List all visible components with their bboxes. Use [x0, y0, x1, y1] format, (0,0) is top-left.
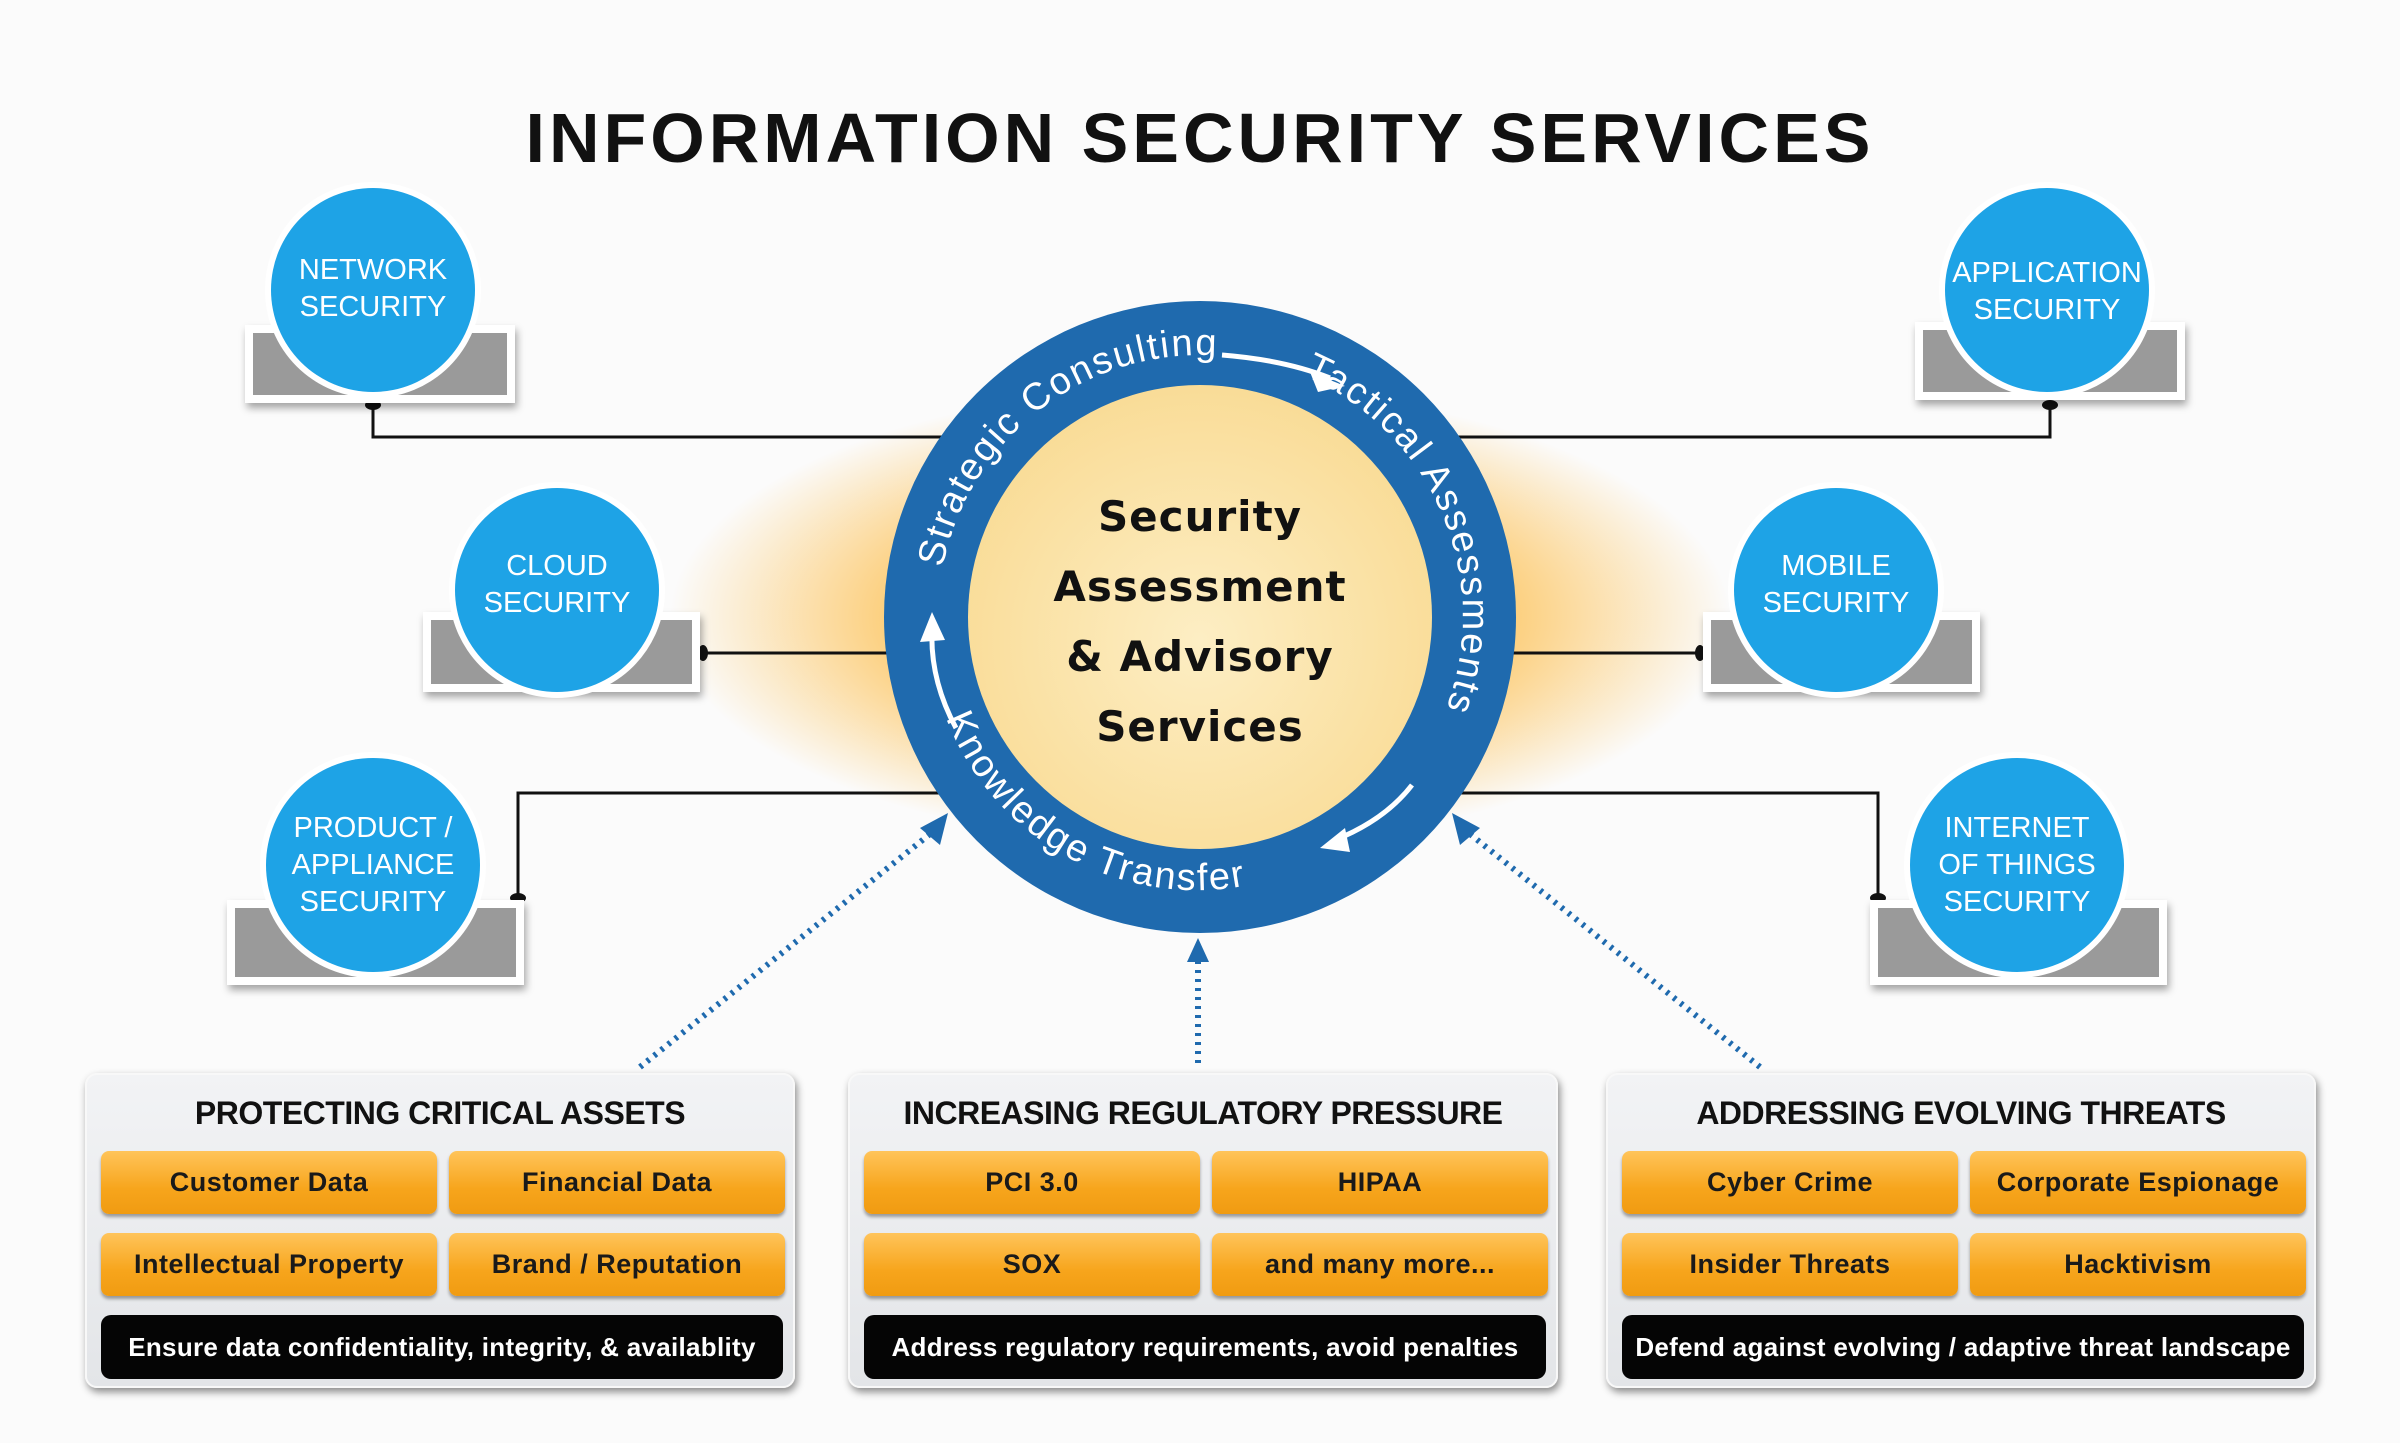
connector-dot: [1695, 645, 1705, 661]
connector-application: [1200, 405, 2052, 439]
panel-banner: Address regulatory requirements, avoid p…: [864, 1315, 1546, 1379]
driver-tag: PCI 3.0: [864, 1151, 1200, 1214]
core-disc: [968, 385, 1432, 849]
service-label-line: INTERNET: [1944, 812, 2090, 844]
service-label-line: SECURITY: [299, 291, 447, 323]
service-label-line: APPLICATION: [1952, 257, 2142, 289]
driver-tag: Financial Data: [449, 1151, 785, 1214]
panel-title: INCREASING REGULATORY PRESSURE: [903, 1095, 1503, 1131]
core-line: & Advisory: [1066, 632, 1334, 681]
service-label-line: SECURITY: [1762, 587, 1910, 619]
arrow-head-icon: [1320, 828, 1350, 852]
driver-tag: and many more...: [1212, 1233, 1548, 1296]
service-iot: INTERNET OF THINGS SECURITY: [1907, 810, 2127, 921]
connector-dot: [2042, 400, 2058, 410]
arrow-up-icon: [1452, 813, 1480, 845]
service-application: APPLICATION SECURITY: [1937, 255, 2157, 329]
connector-dot: [698, 645, 708, 661]
service-label-line: SECURITY: [1973, 294, 2121, 326]
service-network: NETWORK SECURITY: [263, 252, 483, 326]
arrow-up-icon: [1187, 938, 1209, 962]
service-label-line: SECURITY: [1943, 886, 2091, 918]
driver-tag: Insider Threats: [1622, 1233, 1958, 1296]
core-line: Services: [1096, 702, 1304, 751]
driver-tag: Cyber Crime: [1622, 1151, 1958, 1214]
core-line: Assessment: [1053, 562, 1347, 611]
service-label-line: SECURITY: [483, 587, 631, 619]
diagram-title: INFORMATION SECURITY SERVICES: [525, 99, 1875, 177]
service-product: PRODUCT / APPLIANCE SECURITY: [263, 810, 483, 921]
driver-arrows: [638, 827, 1762, 1070]
service-label-line: SECURITY: [299, 886, 447, 918]
driver-tag: Corporate Espionage: [1970, 1151, 2306, 1214]
core-line: Security: [1097, 492, 1303, 541]
driver-panel-threats: ADDRESSING EVOLVING THREATS Cyber Crime …: [1606, 1073, 2316, 1388]
arrow-clockwise-icon: [1221, 352, 1331, 381]
service-label-line: PRODUCT /: [293, 812, 453, 844]
connector-network: [371, 405, 1200, 439]
driver-arrow-threats: [1463, 827, 1762, 1070]
service-label-line: CLOUD: [506, 550, 608, 582]
driver-tag: Brand / Reputation: [449, 1233, 785, 1296]
panel-title: PROTECTING CRITICAL ASSETS: [194, 1095, 686, 1131]
driver-arrow-assets: [638, 827, 937, 1070]
service-cloud: CLOUD SECURITY: [447, 548, 667, 622]
service-mobile: MOBILE SECURITY: [1726, 548, 1946, 622]
bubbles: [260, 182, 2155, 978]
service-label-line: MOBILE: [1781, 550, 1891, 582]
panel-title: ADDRESSING EVOLVING THREATS: [1696, 1095, 2226, 1131]
service-label-line: OF THINGS: [1938, 849, 2096, 881]
panel-banner: Ensure data confidentiality, integrity, …: [101, 1315, 783, 1379]
driver-panel-assets: PROTECTING CRITICAL ASSETS Customer Data…: [85, 1073, 795, 1388]
service-label-line: APPLIANCE: [291, 849, 455, 881]
arrow-head-icon: [1310, 372, 1345, 392]
arrow-up-icon: [920, 813, 948, 845]
driver-tag: Hacktivism: [1970, 1233, 2306, 1296]
panel-banner: Defend against evolving / adaptive threa…: [1622, 1315, 2304, 1379]
driver-tag: Intellectual Property: [101, 1233, 437, 1296]
service-label-line: NETWORK: [298, 254, 448, 286]
arrow-head-icon: [920, 612, 945, 642]
core-title: Security Assessment & Advisory Services: [1000, 482, 1400, 762]
driver-tag: Customer Data: [101, 1151, 437, 1214]
driver-panel-regulatory: INCREASING REGULATORY PRESSURE PCI 3.0 H…: [848, 1073, 1558, 1388]
driver-tag: HIPAA: [1212, 1151, 1548, 1214]
driver-tag: SOX: [864, 1233, 1200, 1296]
